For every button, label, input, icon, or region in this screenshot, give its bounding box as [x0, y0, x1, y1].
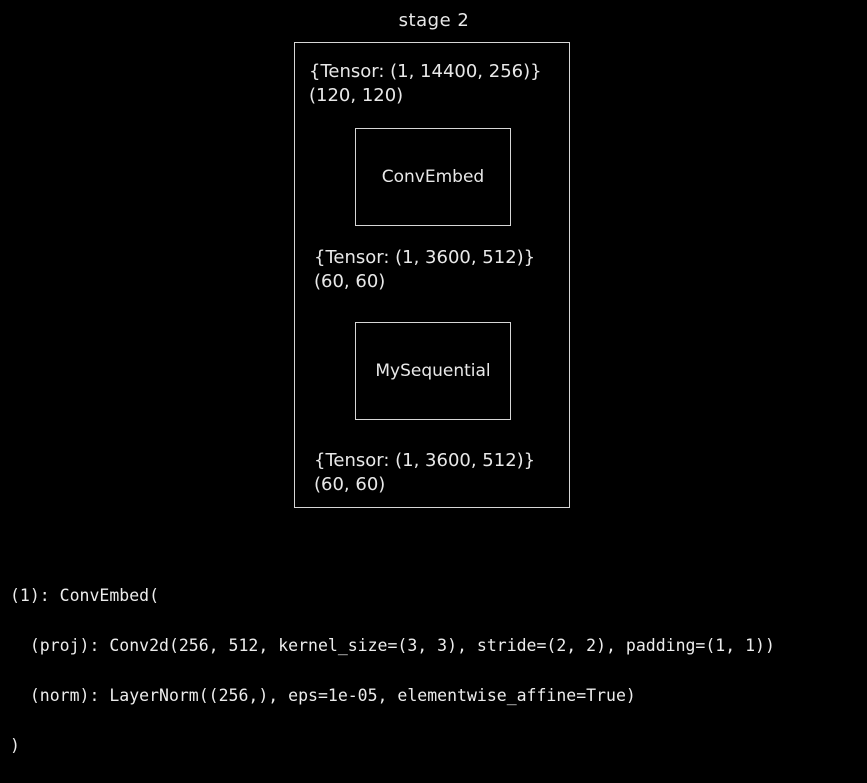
- output-tensor-shape: {Tensor: (1, 3600, 512)}: [314, 450, 536, 471]
- mid-tensor-label: {Tensor: (1, 3600, 512)} (60, 60): [314, 246, 535, 294]
- mid-tensor-shape: {Tensor: (1, 3600, 512)}: [314, 247, 536, 268]
- stage-frame: [294, 42, 570, 508]
- input-tensor-resolution: (120, 120): [309, 85, 404, 106]
- mid-tensor-resolution: (60, 60): [314, 271, 386, 292]
- mysequential-block-label: MySequential: [375, 361, 491, 381]
- code-line: (norm): LayerNorm((256,), eps=1e-05, ele…: [10, 686, 636, 705]
- output-tensor-resolution: (60, 60): [314, 474, 386, 495]
- output-tensor-label: {Tensor: (1, 3600, 512)} (60, 60): [314, 449, 535, 497]
- mysequential-block: MySequential: [355, 322, 511, 420]
- input-tensor-label: {Tensor: (1, 14400, 256)} (120, 120): [309, 60, 542, 108]
- input-tensor-shape: {Tensor: (1, 14400, 256)}: [309, 61, 542, 82]
- code-line: ): [10, 736, 20, 755]
- convembed-block-label: ConvEmbed: [381, 167, 485, 187]
- convembed-block: ConvEmbed: [355, 128, 511, 226]
- code-line: (proj): Conv2d(256, 512, kernel_size=(3,…: [10, 636, 775, 655]
- stage-title: stage 2: [398, 10, 470, 31]
- code-line: (1): ConvEmbed(: [10, 586, 160, 605]
- module-code-listing: (1): ConvEmbed( (proj): Conv2d(256, 512,…: [10, 558, 775, 783]
